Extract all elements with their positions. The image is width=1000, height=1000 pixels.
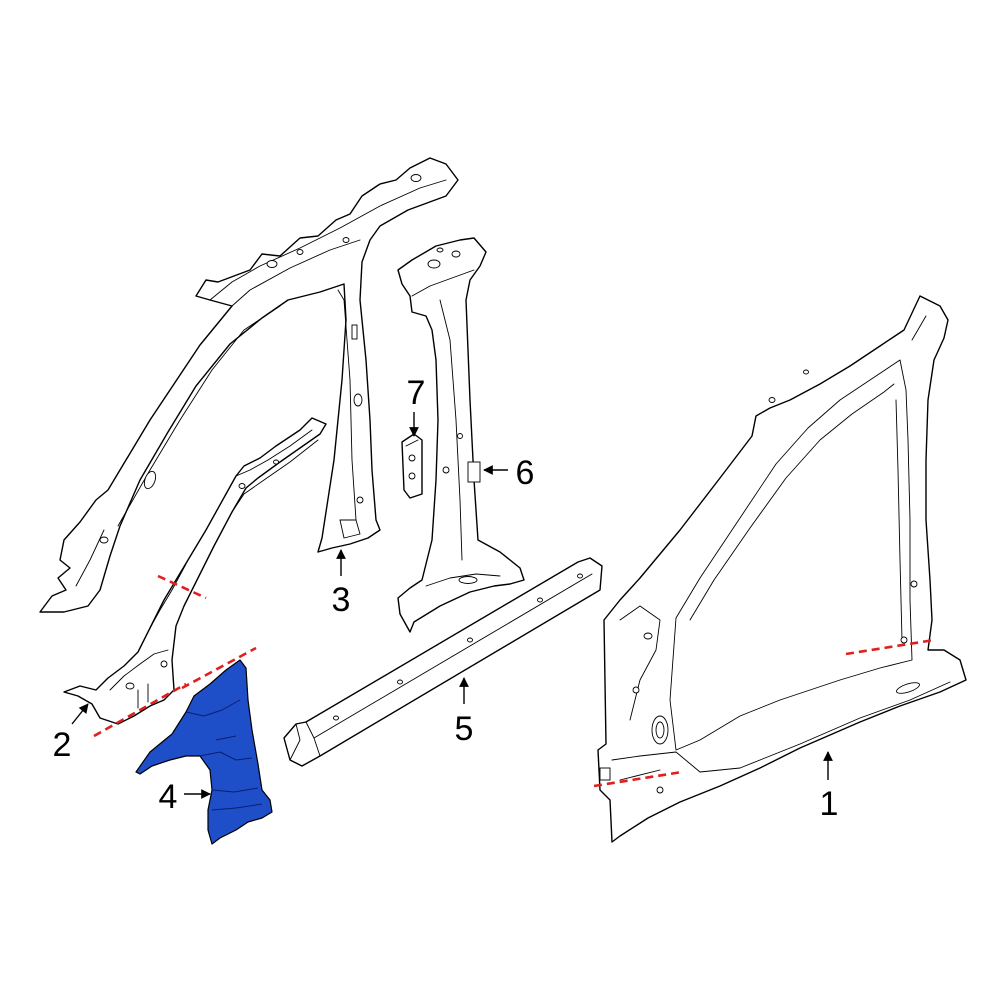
cut-line-part1-left	[593, 770, 683, 788]
leader-arrow-2	[71, 703, 89, 725]
callout-4: 4	[159, 778, 178, 816]
part-7-bracket	[401, 433, 423, 499]
callout-2: 2	[53, 726, 72, 764]
part-1-body-side-outer	[597, 295, 967, 843]
part-2-front-pillar-inner	[63, 417, 327, 725]
callout-7: 7	[407, 374, 426, 412]
part-6-center-pillar-reinforcement	[397, 237, 525, 633]
cut-line-part2-lower	[93, 682, 187, 738]
cut-lines	[93, 574, 935, 788]
callout-6: 6	[516, 454, 535, 492]
part-5-rocker-panel	[283, 557, 603, 767]
part-4-hinge-pillar-reinforcement	[135, 659, 273, 845]
callout-labels: 1 2 3 4 5 6 7	[53, 374, 839, 823]
callout-1: 1	[820, 785, 839, 823]
cut-line-part2-upper	[157, 574, 207, 600]
cut-line-part1-right	[845, 638, 935, 656]
leader-arrows	[71, 412, 833, 799]
callout-5: 5	[455, 710, 474, 748]
cut-line-part4-top	[181, 646, 257, 690]
part-3-roof-side-inner-rail	[39, 157, 459, 613]
callout-3: 3	[332, 581, 351, 619]
